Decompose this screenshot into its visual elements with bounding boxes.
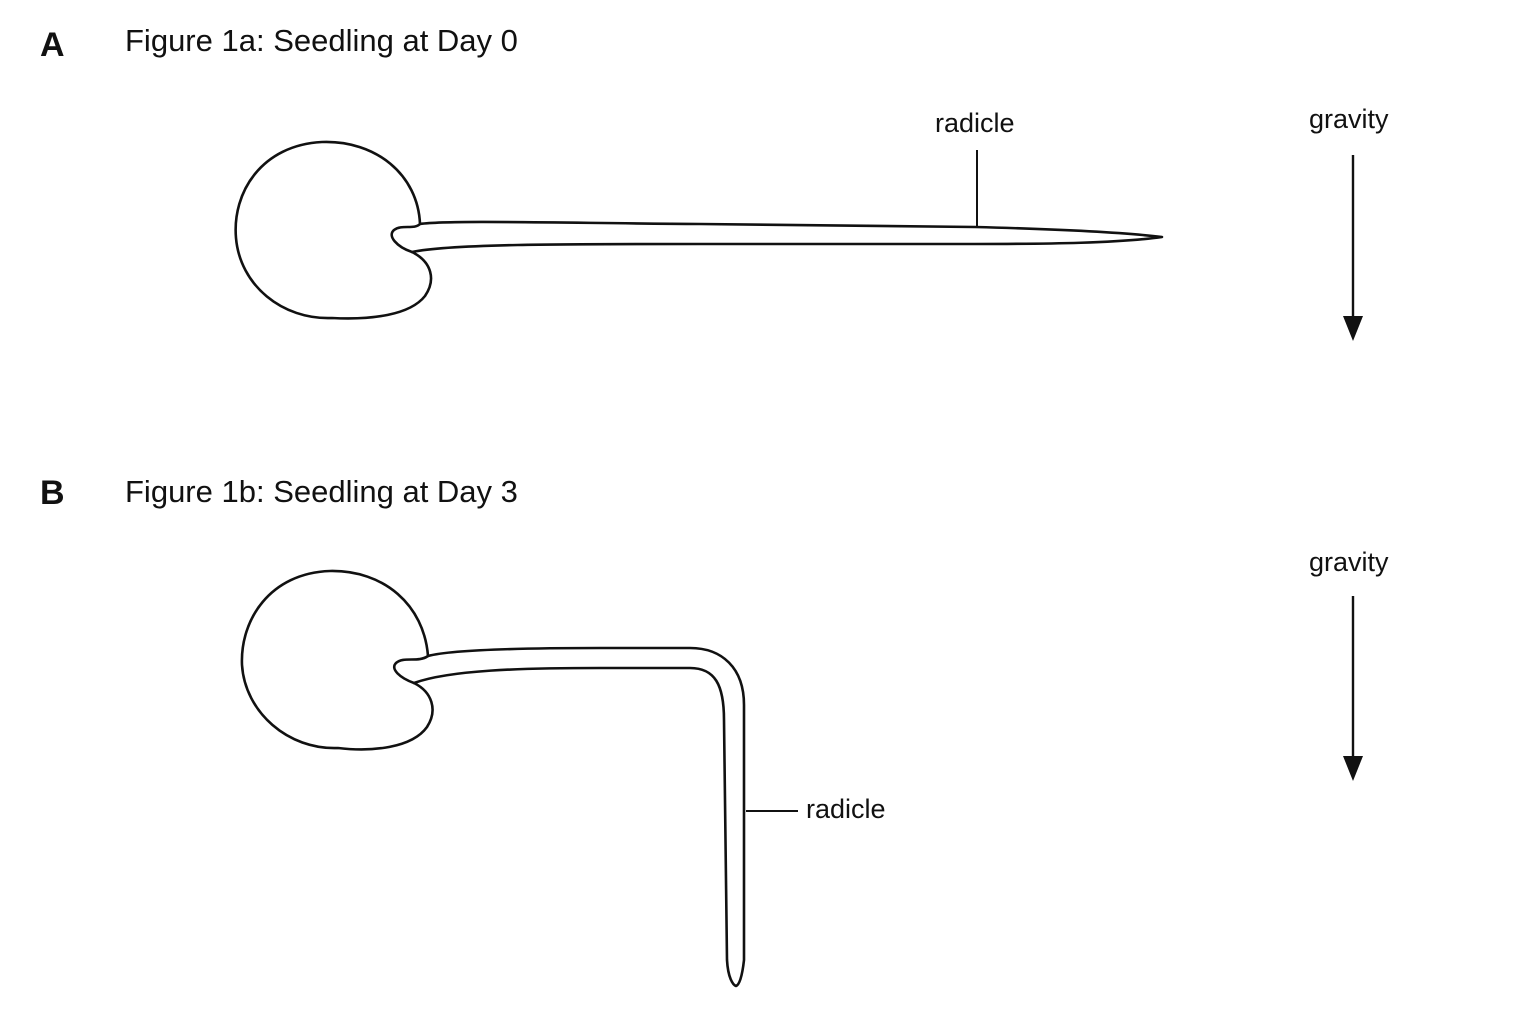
panel-b-seedling bbox=[240, 569, 746, 988]
panel-b-radicle bbox=[412, 646, 746, 988]
panel-a-seed bbox=[234, 140, 433, 320]
panel-a-gravity-arrow bbox=[1343, 155, 1363, 341]
panel-b-letter: B bbox=[40, 474, 65, 512]
panel-b-gravity-label: gravity bbox=[1309, 547, 1389, 577]
panel-a-seedling bbox=[234, 140, 1164, 320]
panel-a-radicle-label: radicle bbox=[935, 108, 1015, 138]
panel-a-letter: A bbox=[40, 26, 65, 64]
panel-a-title: Figure 1a: Seedling at Day 0 bbox=[125, 23, 518, 58]
panel-a-gravity-label: gravity bbox=[1309, 104, 1389, 134]
panel-b-title: Figure 1b: Seedling at Day 3 bbox=[125, 474, 518, 509]
panel-a-radicle bbox=[410, 220, 1164, 254]
panel-b-radicle-label: radicle bbox=[806, 794, 886, 824]
panel-b-gravity-arrow bbox=[1343, 596, 1363, 781]
panel-b-seed bbox=[240, 569, 434, 751]
